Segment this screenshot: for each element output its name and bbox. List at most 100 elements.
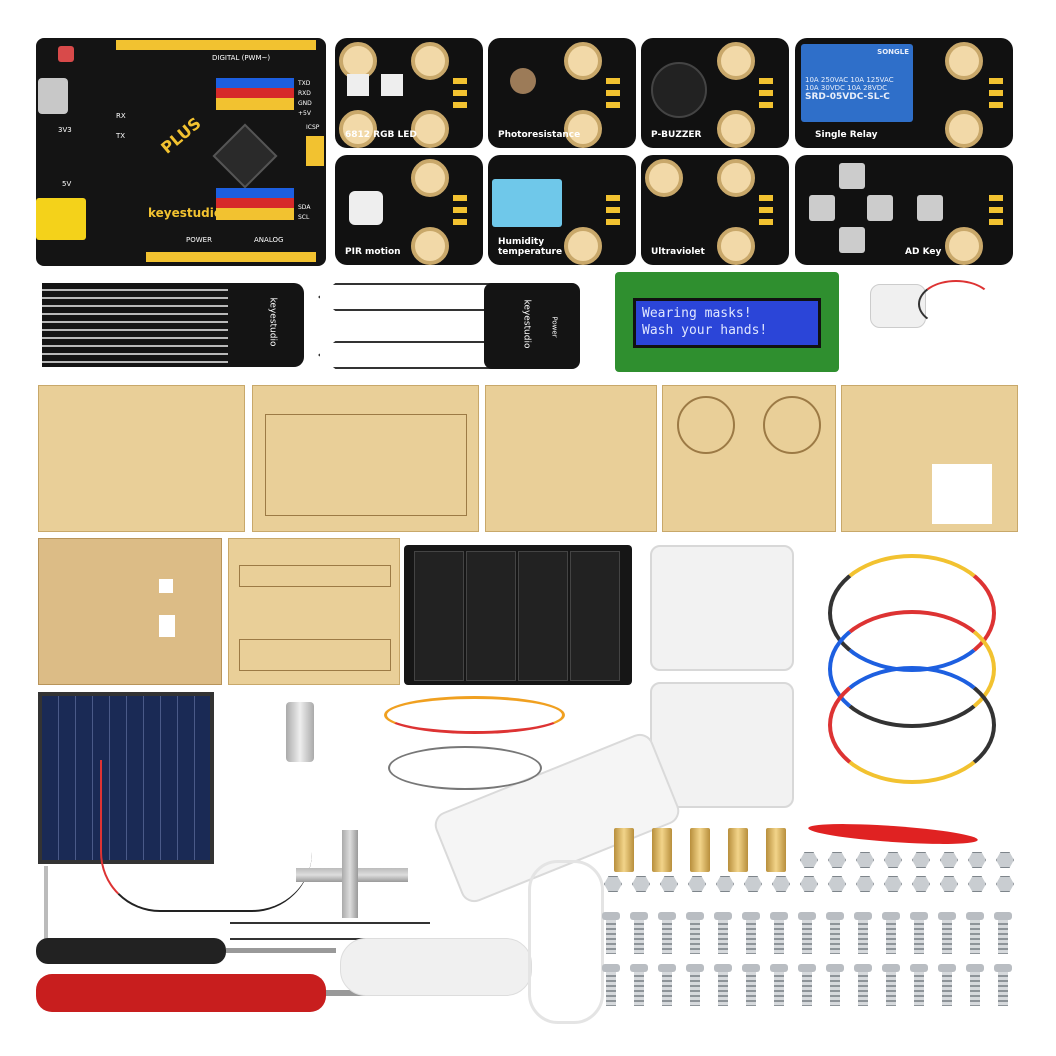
lcd-line-2: Wash your hands! xyxy=(642,323,768,338)
bottom-header xyxy=(146,252,316,262)
screwdriver-black xyxy=(36,938,336,964)
reset-button xyxy=(58,46,74,62)
buzzer xyxy=(651,62,707,118)
brass-standoff xyxy=(614,828,634,872)
key-button xyxy=(839,163,865,189)
pin-header xyxy=(989,78,1003,114)
hex-key xyxy=(44,866,112,942)
battery-holder xyxy=(404,545,632,685)
screws-row-1 xyxy=(600,912,1020,960)
water-level-sensor: keyestudio xyxy=(42,283,304,367)
jumper-cable-bundle xyxy=(798,550,1018,784)
keyestudio-plus-board: PLUS keyestudio DIGITAL (PWM~) ANALOG PO… xyxy=(36,38,326,266)
rx-label: RX xyxy=(116,112,126,120)
pin-rows-bottom xyxy=(216,188,294,220)
screws-row-2 xyxy=(600,964,1020,1012)
sda-label: SDA xyxy=(298,204,311,211)
mcu-chip xyxy=(212,123,278,189)
photoresistor xyxy=(510,68,536,94)
plus-label: PLUS xyxy=(157,113,205,158)
tx-label: TX xyxy=(116,132,126,140)
module-label: Photoresistance xyxy=(498,130,581,140)
pin-header xyxy=(606,195,620,231)
wood-panel-tree xyxy=(252,385,479,532)
pin-header xyxy=(453,195,467,231)
plastic-tub xyxy=(650,545,794,671)
pin-rows-top xyxy=(216,78,294,110)
wood-panel-wheels xyxy=(662,385,836,532)
lcd-screen: Wearing masks! Wash your hands! xyxy=(633,298,821,348)
relay-spec: SRD-05VDC-SL-C xyxy=(805,92,890,102)
soil-moisture-sensor: keyestudio Power xyxy=(318,283,610,369)
v5-label: 5V xyxy=(62,180,72,188)
cross-wrench xyxy=(296,830,408,918)
scl-label: SCL xyxy=(298,214,310,221)
relay-module: SONGLE 10A 250VAC 10A 125VAC 10A 30VDC 1… xyxy=(795,38,1013,148)
relay-brand: SONGLE xyxy=(877,48,909,56)
v33-label: 3V3 xyxy=(58,126,72,134)
lcd-line-1: Wearing masks! xyxy=(642,306,752,321)
rgb-led-module: 6812 RGB LED xyxy=(335,38,483,148)
module-label: AD Key xyxy=(905,247,942,257)
icsp-header xyxy=(306,136,324,166)
top-header xyxy=(116,40,316,50)
usb-cable xyxy=(528,860,604,1024)
wood-panel-parts xyxy=(485,385,657,532)
dc-jack xyxy=(36,198,86,240)
pin-header xyxy=(453,78,467,114)
power-label: POWER xyxy=(186,236,212,244)
relay-spec: 10A 250VAC 10A 125VAC xyxy=(805,76,894,84)
module-label: Ultraviolet xyxy=(651,247,705,257)
brass-standoff xyxy=(766,828,786,872)
module-label: Single Relay xyxy=(815,130,878,140)
soil-brand: keyestudio xyxy=(521,299,532,349)
brass-standoff xyxy=(728,828,748,872)
wood-panel-plain xyxy=(841,385,1018,532)
lcd-display: Wearing masks! Wash your hands! xyxy=(615,272,839,372)
key-button xyxy=(867,195,893,221)
humidity-module: Humidity temperature xyxy=(488,155,636,265)
pin-header xyxy=(606,78,620,114)
plastic-tub xyxy=(650,682,794,808)
water-brand: keyestudio xyxy=(267,297,278,347)
relay-spec: 10A 30VDC 10A 28VDC xyxy=(805,84,888,92)
pir-module: PIR motion xyxy=(335,155,483,265)
digital-label: DIGITAL (PWM~) xyxy=(212,54,271,62)
wood-panel-slots xyxy=(228,538,400,685)
relay: SONGLE 10A 250VAC 10A 125VAC 10A 30VDC 1… xyxy=(801,44,913,122)
pin-header xyxy=(759,78,773,114)
key-button xyxy=(809,195,835,221)
brand-label: keyestudio xyxy=(148,206,223,220)
gnd-label: GND xyxy=(298,100,312,107)
p5v-label: +5V xyxy=(298,110,311,117)
propeller xyxy=(807,820,979,848)
led-chip xyxy=(347,74,369,96)
uv-module: Ultraviolet xyxy=(641,155,789,265)
dc-motor xyxy=(286,702,314,762)
soil-probe xyxy=(318,341,492,369)
dht-sensor xyxy=(492,179,562,227)
pir-sensor xyxy=(349,191,383,225)
water-pump xyxy=(858,268,998,378)
icsp-label: ICSP xyxy=(306,124,320,131)
rxd-label: RXD xyxy=(298,90,311,97)
brass-standoff xyxy=(690,828,710,872)
analog-label: ANALOG xyxy=(254,236,284,244)
dupont-wires xyxy=(378,688,568,798)
module-label: PIR motion xyxy=(345,247,401,257)
key-button xyxy=(917,195,943,221)
soil-probe xyxy=(318,283,492,311)
usb-c-port xyxy=(38,78,68,114)
key-button xyxy=(839,227,865,253)
photoresistor-module: Photoresistance xyxy=(488,38,636,148)
cable-ties xyxy=(230,922,430,940)
silicone-tube xyxy=(340,938,532,996)
ad-key-module: AD Key xyxy=(795,155,1013,265)
module-label: 6812 RGB LED xyxy=(345,130,417,140)
soil-power: Power xyxy=(550,316,559,338)
module-label: Humidity temperature xyxy=(498,237,563,257)
pin-header xyxy=(989,195,1003,231)
pin-header xyxy=(759,195,773,231)
led-chip xyxy=(381,74,403,96)
module-label: P-BUZZER xyxy=(651,130,702,140)
